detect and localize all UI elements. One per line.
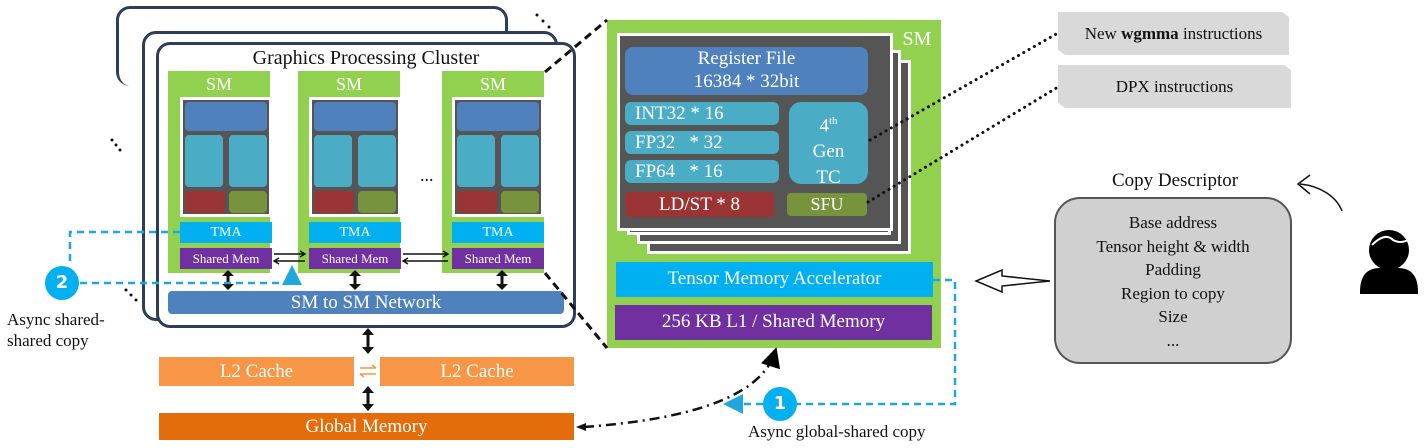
sm-to-sm-network: SM to SM Network — [168, 291, 564, 314]
sm-register-3 — [457, 102, 539, 131]
sm-label-1: SM — [205, 74, 232, 94]
sm-tma-2: TMA — [309, 222, 401, 243]
sm-ldst-3 — [457, 191, 497, 213]
descriptor-field: ... — [1166, 330, 1180, 350]
sm-label-3: SM — [479, 74, 506, 94]
sm-unit-a-1 — [185, 135, 223, 187]
sm-shared-mem-2: Shared Mem — [309, 248, 401, 269]
l2-cache-left: L2 Cache — [159, 357, 354, 386]
sm-unit-a-2 — [314, 135, 352, 187]
global-to-l1-curve — [583, 347, 781, 429]
copy-descriptor-title: Copy Descriptor — [1111, 170, 1239, 191]
descriptor-field: Tensor height & width — [1096, 236, 1250, 256]
register-file-size: 16384 * 32bit — [693, 71, 800, 92]
async-global-shared-label: Async global-shared copy — [748, 422, 926, 441]
copy-descriptor-box: Base address Tensor height & width Paddi… — [1054, 197, 1292, 364]
tensor-core-line2: Gen — [812, 141, 845, 163]
sm-register-1 — [185, 102, 267, 131]
sm-tma-3: TMA — [452, 222, 544, 243]
sm-ldst-2 — [314, 191, 354, 213]
gpc-title: Graphics Processing Cluster — [252, 47, 480, 69]
badge-1: 1 — [763, 387, 797, 421]
l2-exchange-arrow — [359, 364, 377, 378]
sm-unit-b-3 — [501, 135, 539, 187]
sm-unit-a-3 — [457, 135, 495, 187]
sm-shared-mem-3: Shared Mem — [452, 248, 544, 269]
descriptor-to-tma-arrow — [974, 268, 1051, 294]
wgmma-keyword: wgmma — [1121, 24, 1179, 43]
register-file: Register File 16384 * 32bit — [625, 47, 868, 95]
sm-unit-b-1 — [229, 135, 267, 187]
tensor-core-gen: 4th — [819, 115, 838, 137]
sm-unit-b-2 — [358, 135, 396, 187]
sm-detail-label: SM — [902, 28, 932, 50]
descriptor-field: Padding — [1145, 260, 1201, 279]
wgmma-callout: New wgmma instructions — [1058, 12, 1289, 55]
tensor-memory-accelerator: Tensor Memory Accelerator — [616, 262, 933, 297]
ldst-units: LD/ST * 8 — [625, 192, 774, 217]
tensor-core: 4th Gen TC — [789, 102, 868, 188]
sm-register-2 — [314, 102, 396, 131]
dpx-callout: DPX instructions — [1058, 65, 1291, 108]
tensor-core-line3: TC — [816, 167, 841, 189]
sm-label-2: SM — [335, 74, 362, 94]
badge-2: 2 — [45, 266, 79, 300]
fp64-units: FP64 * 16 — [625, 160, 779, 183]
sfu-unit: SFU — [787, 193, 867, 216]
sm-ellipsis: ... — [420, 165, 434, 185]
descriptor-field: Size — [1158, 307, 1188, 326]
sm-sfu-2 — [358, 191, 396, 213]
sm-shared-mem-1: Shared Mem — [180, 248, 272, 269]
sm-sfu-3 — [501, 191, 539, 213]
l2-cache-right: L2 Cache — [380, 357, 574, 386]
async-shared-shared-label: Async shared- shared copy — [7, 310, 105, 350]
descriptor-field: Region to copy — [1121, 283, 1225, 303]
global-memory: Global Memory — [159, 413, 574, 440]
sm-tma-1: TMA — [180, 222, 272, 243]
int32-units: INT32 * 16 — [625, 102, 779, 125]
user-curved-arrow — [1299, 183, 1343, 212]
descriptor-field: Base address — [1128, 213, 1218, 232]
global-memory-arrowhead — [576, 423, 586, 431]
sm-sfu-1 — [229, 191, 267, 213]
sm-ldst-1 — [185, 191, 225, 213]
user-icon — [1360, 230, 1418, 294]
fp32-units: FP32 * 32 — [625, 131, 779, 154]
register-file-title: Register File — [697, 48, 796, 69]
l1-shared-memory: 256 KB L1 / Shared Memory — [615, 305, 932, 340]
user-curved-arrowhead — [1296, 174, 1311, 195]
